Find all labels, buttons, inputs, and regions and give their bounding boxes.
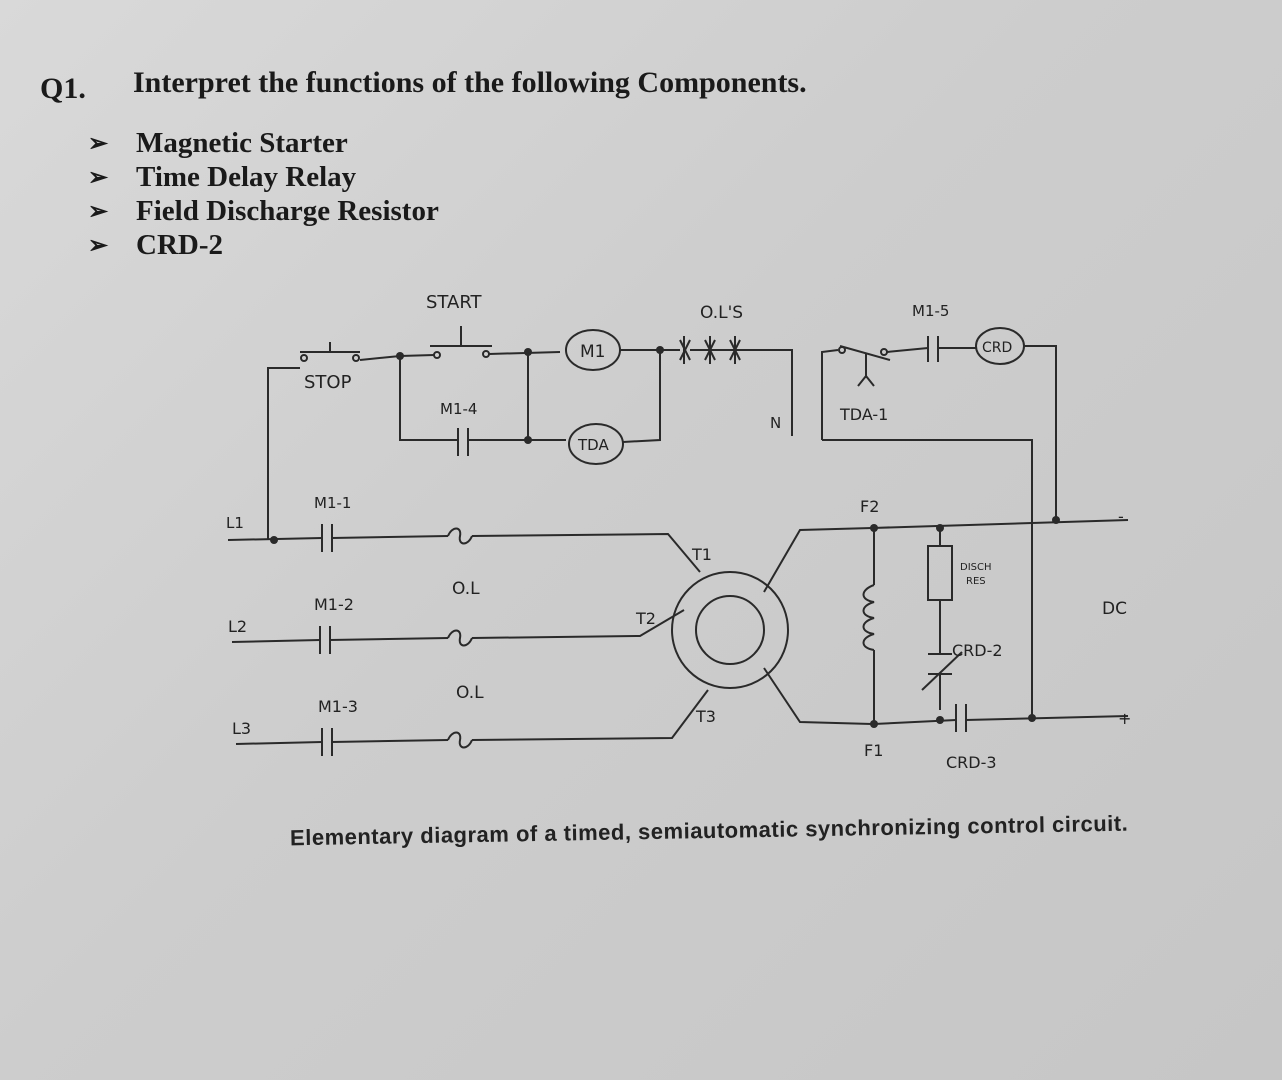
label-m1-5: M1-5 — [912, 302, 949, 320]
label-l1: L1 — [226, 514, 244, 532]
label-minus: - — [1118, 507, 1124, 526]
start-button-symbol — [430, 326, 492, 359]
field-winding-symbol — [862, 584, 875, 651]
label-dc: DC — [1102, 599, 1127, 619]
label-l2: L2 — [228, 617, 247, 636]
overload-contacts-symbol — [660, 336, 780, 364]
arrow-bullet-icon: ➢ — [88, 130, 109, 157]
label-f1: F1 — [864, 741, 883, 760]
motor-stator — [671, 571, 789, 689]
label-disch: DISCH — [960, 562, 992, 573]
tda-1-contact-symbol — [838, 345, 891, 387]
arrow-bullet-icon: ➢ — [88, 198, 109, 225]
label-tda-1: TDA-1 — [839, 405, 888, 424]
question-number: Q1. — [40, 72, 86, 105]
label-l3: L3 — [232, 719, 251, 738]
label-plus: + — [1118, 709, 1131, 728]
label-t3: T3 — [695, 707, 716, 726]
label-m1-4: M1-4 — [440, 400, 477, 418]
label-crd: CRD — [982, 340, 1012, 356]
m1-2-contact-symbol — [319, 626, 331, 654]
list-item-label: Time Delay Relay — [136, 160, 357, 193]
m1-3-contact-symbol — [321, 728, 333, 756]
label-ol-2: O.L — [456, 683, 484, 703]
line-l2-wire — [231, 639, 321, 643]
label-f2: F2 — [860, 497, 879, 516]
label-m1: M1 — [580, 342, 605, 362]
label-stop: STOP — [304, 372, 352, 393]
m1-1-contact-symbol — [321, 524, 333, 552]
label-crd-2: CRD-2 — [952, 641, 1003, 660]
tda-coil — [568, 423, 624, 465]
label-crd-3: CRD-3 — [946, 753, 997, 772]
line-l3-wire — [235, 741, 323, 745]
crd-3-contact-symbol — [955, 704, 967, 732]
list-item-label: CRD-2 — [136, 228, 223, 261]
label-start: START — [426, 292, 483, 313]
component-list: ➢ Magnetic Starter ➢ Time Delay Relay ➢ Fie… — [88, 126, 439, 262]
stop-button-symbol — [300, 342, 360, 362]
list-item: ➢ Field Discharge Resistor — [88, 194, 439, 228]
label-m1-2: M1-2 — [314, 595, 354, 614]
label-ols: O.L'S — [700, 303, 743, 323]
arrow-bullet-icon: ➢ — [88, 164, 109, 191]
list-item: ➢ CRD-2 — [88, 228, 439, 262]
label-tda: TDA — [577, 436, 609, 454]
label-res: RES — [966, 576, 986, 587]
label-n: N — [770, 414, 781, 432]
label-m1-3: M1-3 — [318, 697, 358, 716]
control-left-wire — [267, 367, 300, 540]
list-item: ➢ Magnetic Starter — [88, 126, 439, 160]
question-text: Interpret the functions of the following… — [133, 66, 807, 99]
label-m1-1: M1-1 — [314, 494, 351, 512]
seal-in-branch-wire — [399, 356, 448, 441]
list-item: ➢ Time Delay Relay — [88, 160, 439, 194]
overload-heater-1 — [447, 527, 473, 545]
motor-rotor — [695, 595, 765, 665]
arrow-bullet-icon: ➢ — [88, 232, 109, 259]
m1-4-contact-symbol — [448, 428, 528, 456]
discharge-resistor-symbol — [927, 545, 953, 601]
m1-5-contact-symbol — [927, 336, 939, 362]
overload-heater-3 — [447, 731, 473, 749]
neutral-wire — [780, 349, 793, 436]
list-item-label: Magnetic Starter — [136, 126, 348, 159]
label-t2: T2 — [635, 609, 656, 628]
label-ol-1: O.L — [452, 579, 480, 599]
list-item-label: Field Discharge Resistor — [136, 194, 439, 227]
overload-heater-2 — [447, 629, 473, 647]
label-t1: T1 — [691, 545, 712, 564]
